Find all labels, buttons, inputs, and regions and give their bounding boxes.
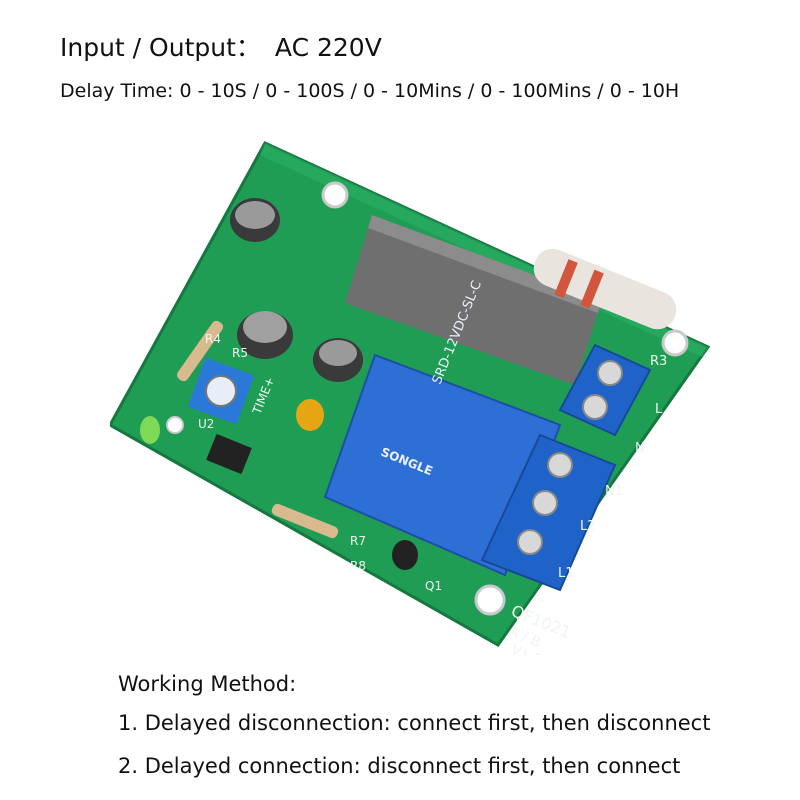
mount-hole [321,181,349,209]
label-r8: R8 [350,559,366,573]
title-input-output: Input / Output： AC 220V [60,28,382,64]
label-l: L [655,402,663,417]
io-value: AC 220V [274,33,382,62]
label-q1: Q1 [425,579,442,593]
label-u2: U2 [198,417,214,431]
resistor [176,320,224,382]
delay-time-text: Delay Time: 0 - 10S / 0 - 100S / 0 - 10M… [60,80,680,102]
terminal-block-bottom [480,433,617,592]
working-method-item: 1. Delayed disconnection: connect first,… [118,711,711,735]
mount-hole [474,584,506,616]
label-r3: R3 [650,354,667,369]
io-label: Input / Output： [60,33,261,62]
electrolytic-capacitor [230,198,280,242]
screw [532,490,558,516]
screw [547,452,573,478]
screw [517,529,543,555]
relay-board-photo: SRD-12VDC-SL-C SONGLE QF10 [110,141,711,655]
label-n1: N1 [605,484,623,499]
label-l1: L1 [558,566,574,581]
transistor [392,540,418,570]
working-method-item: 2. Delayed connection: disconnect first,… [118,754,681,778]
terminal-block-top [558,343,652,437]
ceramic-capacitor [296,399,324,431]
potentiometer [187,357,255,425]
green-led [140,416,160,444]
label-r5: R5 [232,346,248,360]
ic-chip [206,433,252,475]
label-r7: R7 [350,534,366,548]
screw [597,360,623,386]
screw [582,394,608,420]
electrolytic-capacitor [313,338,363,382]
mount-hole [661,329,689,357]
label-r4: R4 [205,332,221,346]
electrolytic-capacitor [237,311,293,359]
resistor [271,503,339,539]
label-n: N [635,441,645,456]
working-method-heading: Working Method: [118,672,297,696]
film-capacitor [345,215,602,385]
power-resistor [533,248,677,330]
mount-hole [166,416,184,434]
label-l2: L2 [580,519,596,534]
